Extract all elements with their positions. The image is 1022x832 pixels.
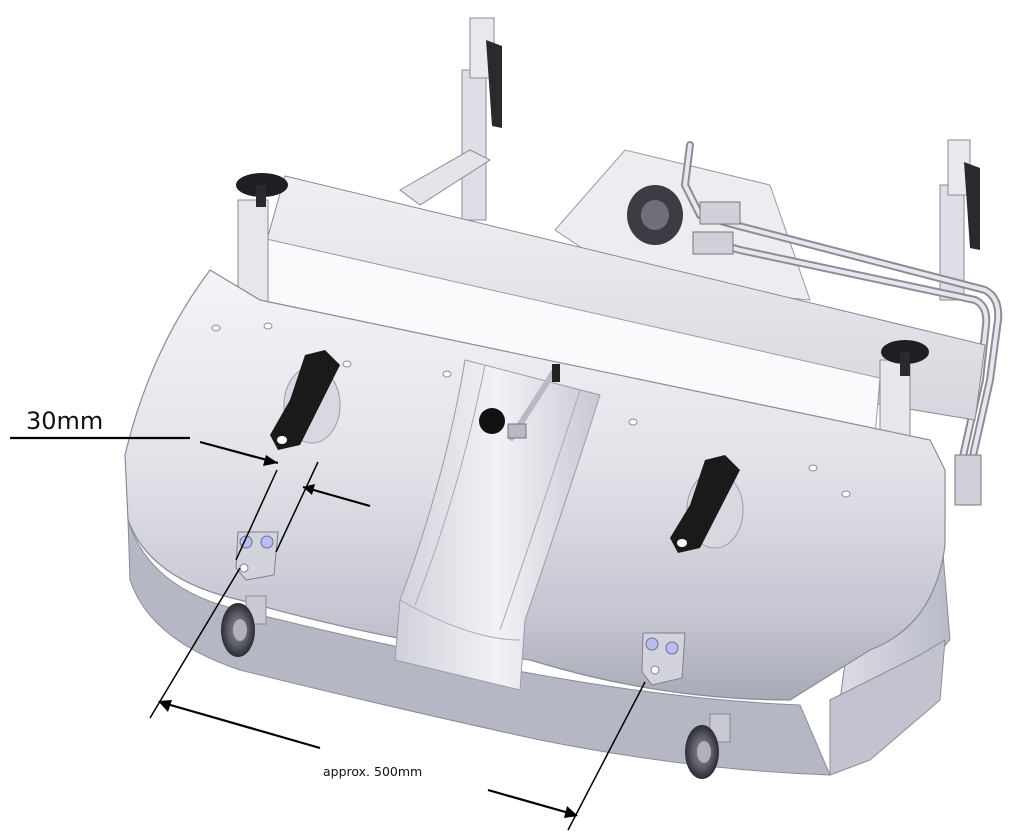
motor-hub [641, 200, 669, 230]
hose-coupling [954, 454, 982, 506]
arrowhead-500-left [158, 700, 172, 712]
arrowhead-500-right [564, 806, 578, 818]
left-upright [461, 69, 487, 221]
hose-fitting-top [699, 201, 741, 225]
right-latch [964, 162, 980, 250]
dimension-label-30mm: 30mm [26, 407, 104, 435]
hose-fitting-bottom [692, 231, 734, 255]
center-lever [479, 364, 560, 442]
left-latch [486, 40, 502, 128]
left-tab [235, 531, 279, 581]
left-handle [270, 350, 341, 450]
rear-crossbar [399, 149, 492, 206]
dimension-500mm [149, 567, 646, 831]
left-wheel [221, 595, 267, 657]
center-knob [479, 408, 505, 434]
extension-line-right [567, 681, 646, 831]
right-handle [670, 455, 744, 553]
center-band [394, 359, 601, 691]
right-tab [641, 632, 686, 686]
extension-line-b [275, 461, 319, 553]
extension-line-left [149, 567, 241, 719]
arrow-line-500-left [159, 700, 321, 750]
arrowhead-left [263, 455, 278, 466]
dimension-label-500mm: approx. 500mm [323, 764, 423, 779]
hydraulic-lines [680, 141, 1003, 506]
right-wheel [685, 713, 731, 779]
extension-line-a [235, 469, 278, 561]
arrow-line-500-right [487, 788, 577, 817]
arrow-line-right [302, 485, 371, 508]
dimension-30mm [10, 436, 371, 561]
left-bracket [236, 173, 288, 311]
mounting-holes [211, 322, 851, 498]
shell-right-corner [829, 639, 946, 776]
